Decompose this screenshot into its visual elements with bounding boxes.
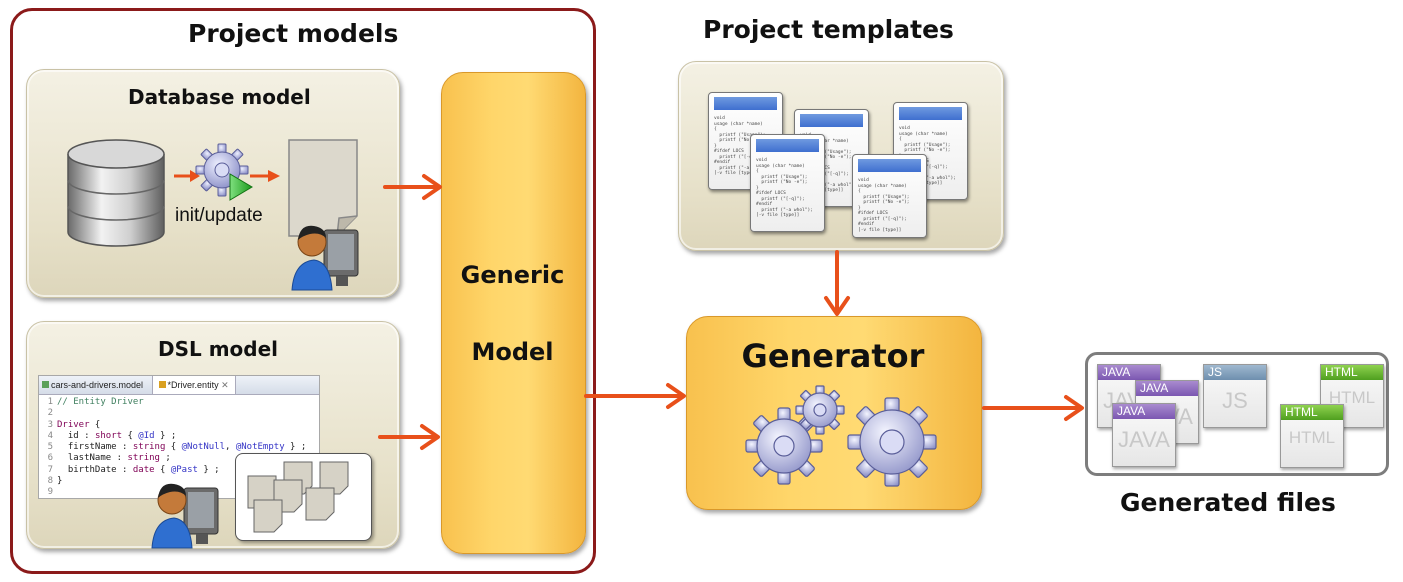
database-icon: [67, 139, 165, 247]
dsl-model-title: DSL model: [158, 337, 279, 361]
generated-files-title: Generated files: [1120, 488, 1336, 517]
gears-icon: [745, 385, 937, 487]
template-document: void usage (char *name) { printf ("Usage…: [750, 134, 825, 232]
generic-model-line2: Model: [471, 338, 554, 366]
close-tab-icon[interactable]: ✕: [221, 380, 229, 390]
editor-tab-bar: cars-and-drivers.model *Driver.entity ✕: [39, 376, 319, 395]
user-computer-icon: [151, 483, 219, 549]
generic-model-line1: Generic: [460, 261, 565, 289]
project-models-frame: [10, 8, 596, 574]
project-templates-title: Project templates: [703, 15, 954, 44]
editor-tab-model[interactable]: cars-and-drivers.model: [39, 376, 149, 394]
generic-model-box: [441, 72, 586, 554]
stacked-documents-icon: [247, 461, 349, 533]
java-file-icon: JAVA JAVA: [1112, 403, 1176, 467]
js-file-icon: JS JS: [1203, 364, 1267, 428]
model-file-icon: [42, 381, 49, 388]
generator-title: Generator: [741, 337, 925, 375]
user-computer-icon: [291, 225, 359, 291]
html-file-icon: HTML HTML: [1280, 404, 1344, 468]
editor-tab-entity[interactable]: *Driver.entity ✕: [151, 376, 236, 394]
gear-play-icon: [195, 143, 253, 201]
entity-file-icon: [158, 381, 166, 388]
init-update-label: init/update: [175, 205, 263, 226]
template-document: void usage (char *name) { printf ("Usage…: [852, 154, 927, 238]
database-model-title: Database model: [128, 85, 311, 109]
html-file-icon: HTML HTML: [1320, 364, 1384, 428]
project-models-title: Project models: [188, 19, 399, 48]
init-update-arrows: [174, 170, 280, 182]
